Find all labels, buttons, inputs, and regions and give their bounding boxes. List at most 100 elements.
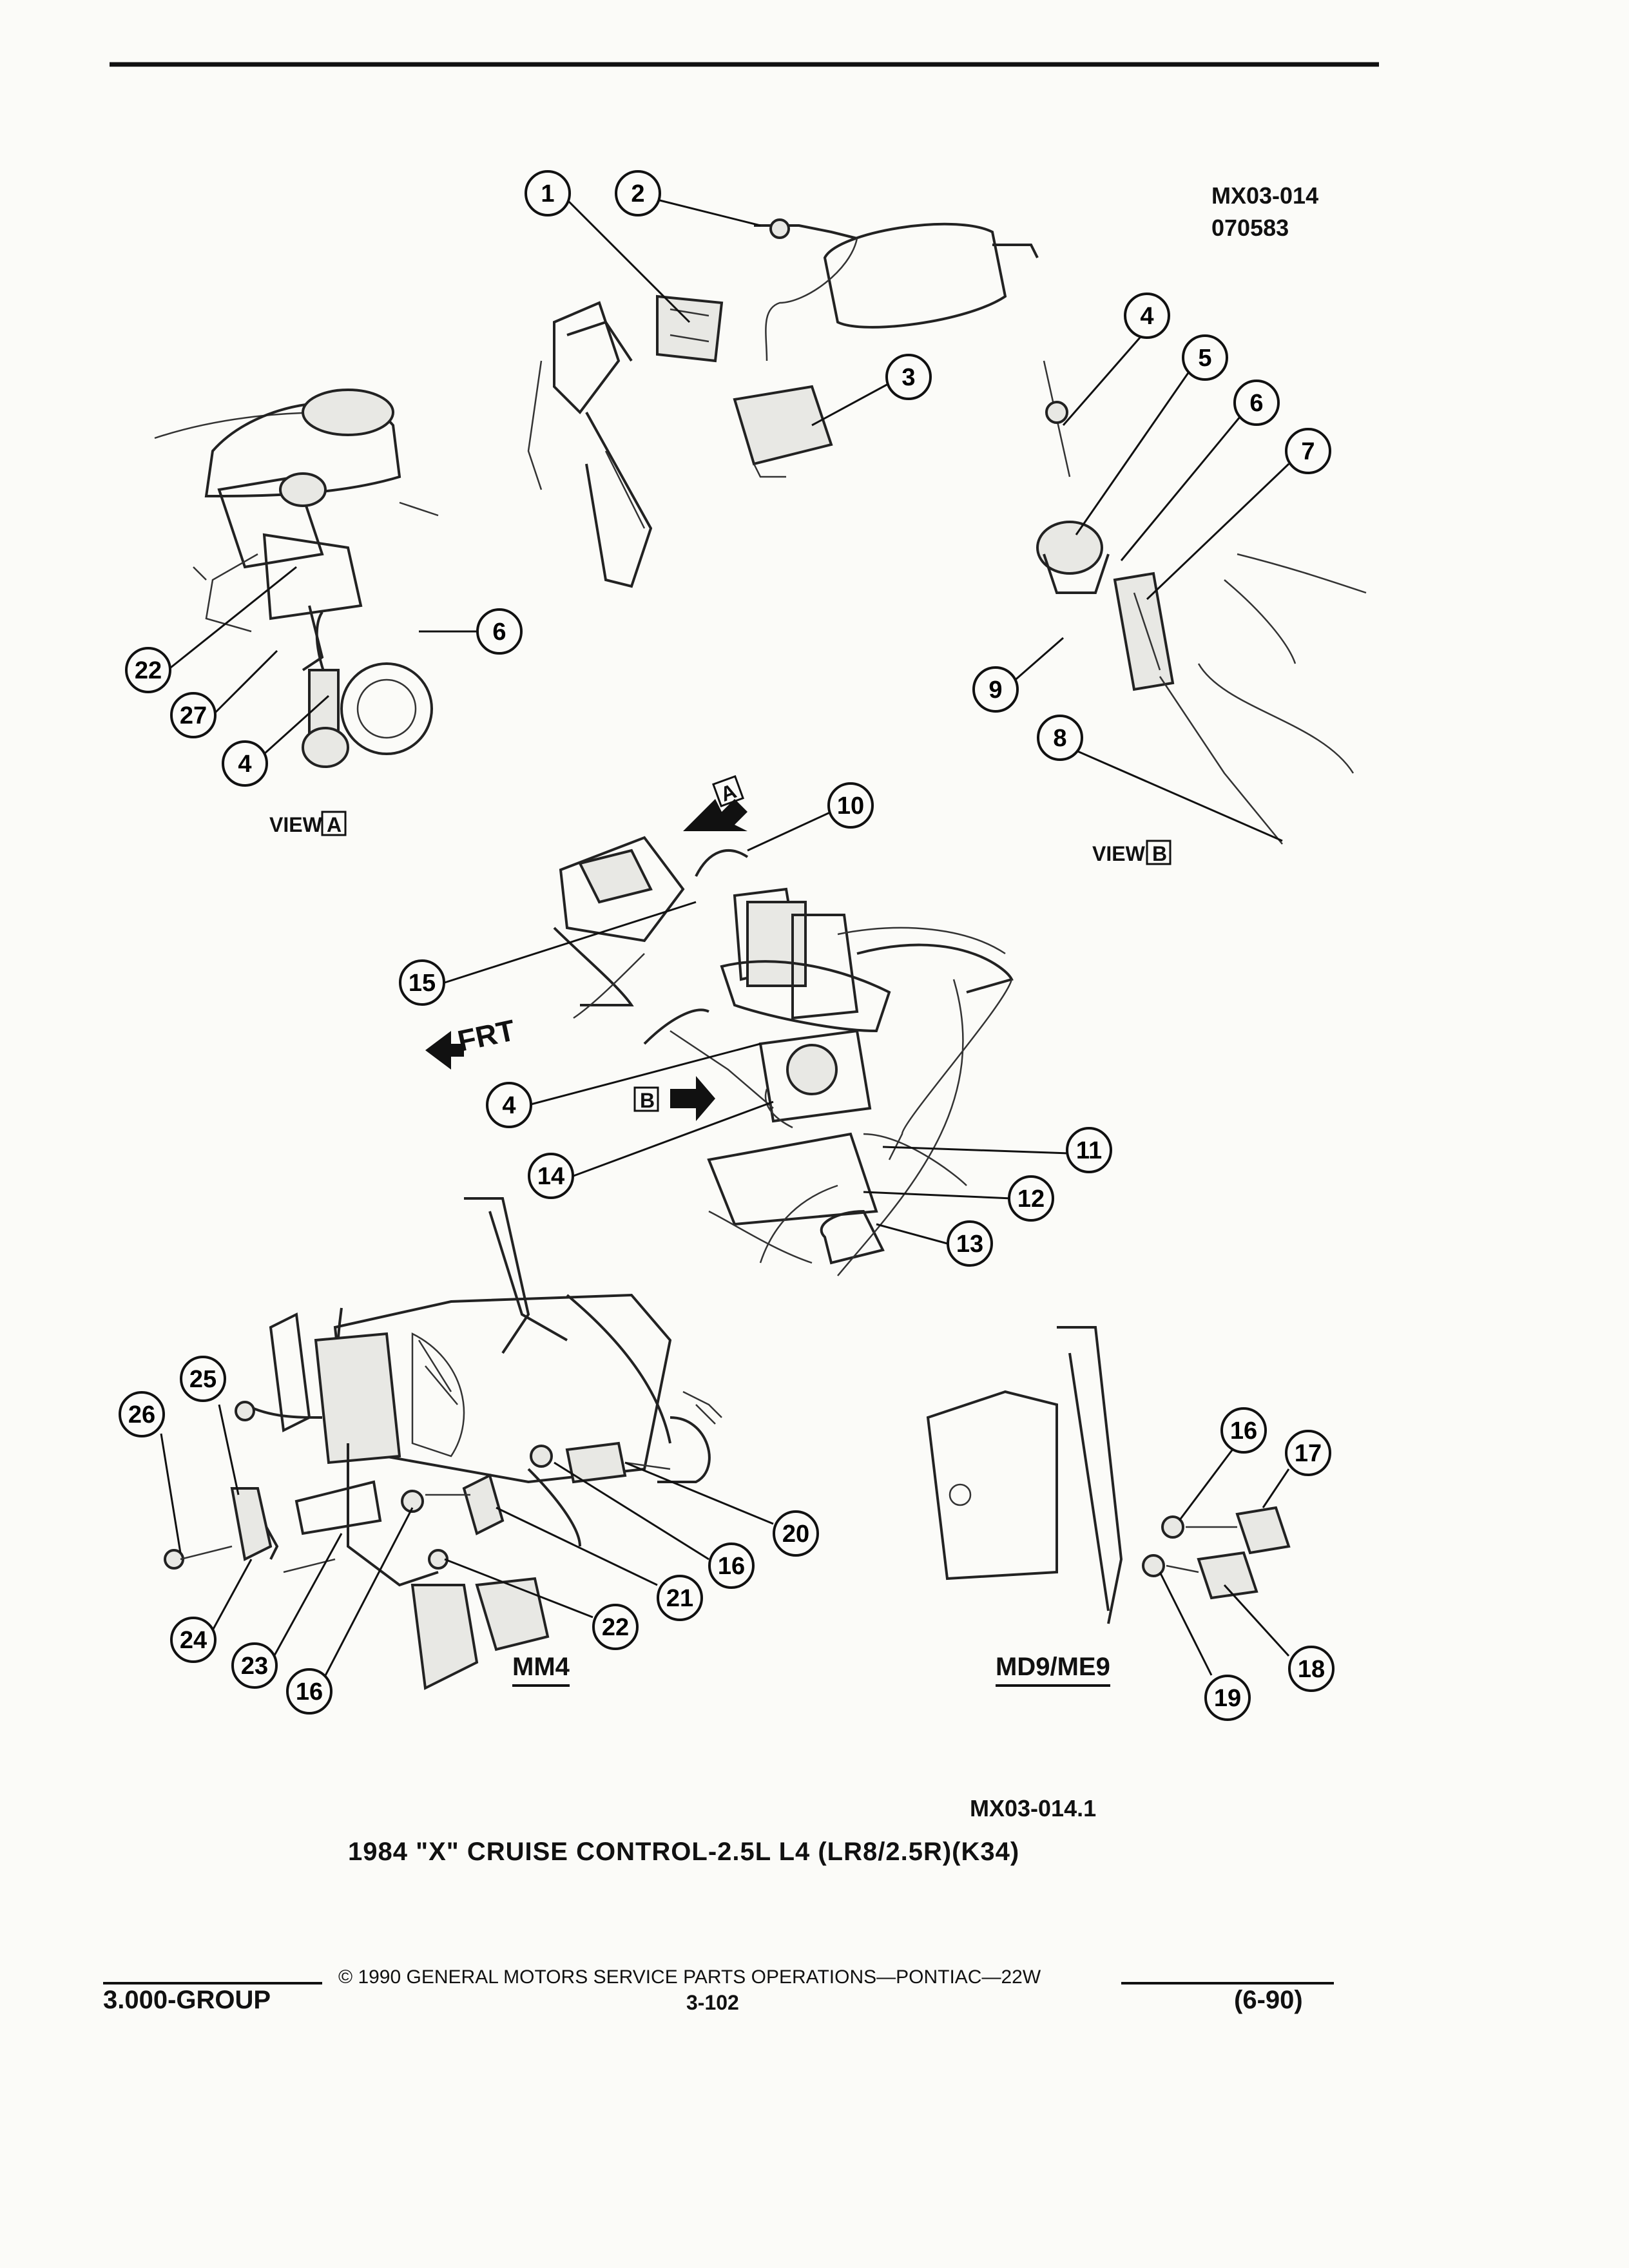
callout-number: 26	[128, 1401, 155, 1428]
callout-circle	[773, 1510, 819, 1557]
arrow-b-letter: B	[640, 1089, 655, 1112]
callout-circle	[1204, 1675, 1251, 1721]
callout-number: 11	[1076, 1137, 1102, 1164]
callout-number: 22	[602, 1614, 629, 1641]
callout-circle	[615, 170, 661, 216]
callout-13: 13	[947, 1220, 993, 1267]
callout-number: 10	[837, 793, 864, 820]
figure-date: 070583	[1211, 215, 1289, 241]
callout-circle	[1066, 1127, 1112, 1173]
footer-date: (6-90)	[1234, 1986, 1303, 2014]
callout-11: 11	[1066, 1127, 1112, 1173]
callout-8: 8	[1037, 715, 1083, 761]
callout-number: 13	[956, 1231, 983, 1258]
callout-6: 6	[476, 608, 523, 655]
callout-circle	[827, 782, 874, 829]
callout-circle	[1285, 428, 1331, 474]
view-b-arrow	[670, 1076, 715, 1121]
callout-number: 1	[541, 180, 554, 207]
callout-circle	[972, 666, 1019, 713]
callout-26: 26	[119, 1391, 165, 1437]
view-b-label: VIEW	[1092, 842, 1145, 865]
callout-25: 25	[180, 1356, 226, 1402]
callout-circle	[947, 1220, 993, 1267]
caption-ref: MX03-014.1	[970, 1795, 1097, 1821]
callout-number: 9	[988, 677, 1002, 704]
callout-circle	[286, 1668, 333, 1715]
mm4-illustration	[164, 1197, 722, 1691]
callout-18: 18	[1288, 1646, 1335, 1692]
callout-circle	[486, 1082, 532, 1128]
callout-circle	[125, 647, 171, 693]
callout-number: 25	[189, 1366, 217, 1393]
callout-circle	[885, 354, 932, 400]
callout-number: 23	[241, 1653, 268, 1680]
caption-title: 1984 "X" CRUISE CONTROL-2.5L L4 (LR8/2.5…	[348, 1838, 1020, 1866]
callout-12: 12	[1008, 1175, 1054, 1222]
callout-number: 2	[631, 180, 644, 207]
callout-1: 1	[525, 170, 571, 216]
footer-group: 3.000-GROUP	[103, 1986, 271, 2014]
callout-circle	[231, 1642, 278, 1689]
callout-24: 24	[170, 1617, 217, 1663]
callout-19: 19	[1204, 1675, 1251, 1721]
frt-arrow	[425, 1031, 464, 1070]
callout-circle	[170, 1617, 217, 1663]
callout-circle	[1288, 1646, 1335, 1692]
callout-circle	[525, 170, 571, 216]
callout-16: 16	[286, 1668, 333, 1715]
callout-number: 22	[135, 657, 162, 684]
callout-number: 5	[1198, 345, 1211, 372]
callout-circle	[1182, 334, 1228, 381]
view-b-box	[1146, 840, 1171, 865]
mm4-label: MM4	[512, 1653, 570, 1687]
callout-number: 16	[718, 1553, 745, 1580]
callout-22: 22	[125, 647, 171, 693]
callout-number: 19	[1214, 1685, 1241, 1712]
view-a-letter: A	[327, 813, 342, 836]
view-a-arrow	[683, 799, 747, 831]
callout-27: 27	[170, 692, 217, 738]
callout-circle	[222, 740, 268, 787]
footer-copyright: © 1990 GENERAL MOTORS SERVICE PARTS OPER…	[338, 1966, 1041, 1988]
callout-circle	[708, 1542, 755, 1589]
md9-me9-illustration	[926, 1326, 1291, 1624]
callout-number: 8	[1053, 725, 1066, 752]
callout-number: 12	[1017, 1186, 1045, 1213]
view-a-box	[321, 811, 347, 836]
callout-number: 15	[409, 970, 436, 997]
callout-number: 16	[296, 1678, 323, 1706]
callout-7: 7	[1285, 428, 1331, 474]
callout-23: 23	[231, 1642, 278, 1689]
direction-arrows	[425, 799, 747, 1121]
callout-14: 14	[528, 1153, 574, 1199]
arrow-b-box	[633, 1086, 659, 1112]
callout-circle	[592, 1604, 639, 1650]
callout-2: 2	[615, 170, 661, 216]
callout-22: 22	[592, 1604, 639, 1650]
view-a-label: VIEW	[269, 813, 322, 836]
callout-circle	[657, 1575, 703, 1621]
callout-number: 6	[1249, 390, 1263, 417]
callout-number: 4	[1140, 303, 1153, 330]
callout-number: 20	[782, 1521, 809, 1548]
callout-circle	[1124, 293, 1170, 339]
footer-page: 3-102	[686, 1991, 739, 2014]
callout-number: 18	[1298, 1656, 1325, 1683]
callout-number: 3	[901, 364, 915, 391]
callout-circle	[1037, 715, 1083, 761]
callout-4: 4	[222, 740, 268, 787]
callout-number: 17	[1295, 1440, 1322, 1467]
callout-6: 6	[1233, 380, 1280, 426]
figure-code: MX03-014	[1211, 182, 1319, 209]
callout-21: 21	[657, 1575, 703, 1621]
callout-4: 4	[1124, 293, 1170, 339]
callout-16: 16	[1220, 1407, 1267, 1454]
view-b-letter: B	[1152, 842, 1168, 865]
callout-number: 24	[180, 1627, 207, 1654]
view-b-illustration	[1036, 360, 1367, 845]
callout-circle	[170, 692, 217, 738]
callout-circle	[180, 1356, 226, 1402]
